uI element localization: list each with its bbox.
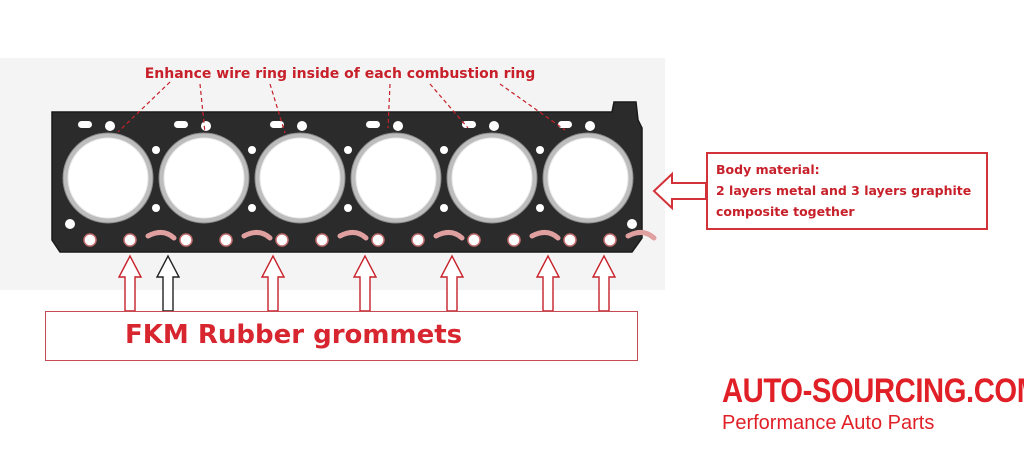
bottom-grommet-hole [123,233,137,247]
top-slot [270,121,284,128]
grommets-label-box [45,311,638,361]
mid-hole [536,204,544,212]
body-material-title: Body material: [716,162,820,177]
body-material-arrow-icon [652,171,707,211]
wire-ring-callout: Enhance wire ring inside of each combust… [144,66,536,82]
bore-opening [259,137,341,219]
body-material-box: Body material: 2 layers metal and 3 laye… [706,152,988,230]
top-hole [105,121,115,131]
callout-leader-lines [117,81,566,134]
oil-slots [145,230,657,241]
oil-slot [241,230,273,241]
bore-opening [451,137,533,219]
bottom-grommet-hole [563,233,577,247]
mid-hole [152,146,160,154]
grommet-arrow-icon [155,254,181,312]
bore-opening [547,137,629,219]
oil-slot [529,230,561,241]
grommet-arrows [117,254,617,312]
top-slot [558,121,572,128]
bottom-grommet-hole [411,233,425,247]
grommet-arrow-icon [117,254,143,312]
bore-opening [67,137,149,219]
edge-hole [627,219,637,229]
top-slot [174,121,188,128]
top-hole [201,121,211,131]
bottom-grommet-hole [315,233,329,247]
bottom-grommet-hole [371,233,385,247]
bore-opening [163,137,245,219]
bottom-grommet-hole [603,233,617,247]
bottom-grommet-hole [83,233,97,247]
bottom-grommet-hole [467,233,481,247]
grommet-arrow-icon [260,254,286,312]
top-slot [462,121,476,128]
body-material-line-2: composite together [716,204,855,219]
mid-hole [344,204,352,212]
oil-slot [433,230,465,241]
mid-hole [536,146,544,154]
bottom-grommet-hole [507,233,521,247]
mid-hole [248,146,256,154]
bore-opening [355,137,437,219]
combustion-bores [62,132,634,224]
body-material-line-1: 2 layers metal and 3 layers graphite [716,183,972,198]
mid-hole [152,204,160,212]
top-hole [393,121,403,131]
grommet-arrow-icon [535,254,561,312]
brand-logo-text: AUTO-SOURCING.COM [722,372,1024,410]
bolt-and-water-holes [65,121,637,247]
top-slot [366,121,380,128]
grommet-arrow-icon [439,254,465,312]
top-hole [297,121,307,131]
mid-hole [344,146,352,154]
mid-hole [248,204,256,212]
mid-hole [440,204,448,212]
edge-hole [65,219,75,229]
grommets-label: FKM Rubber grommets [125,320,463,350]
brand-tagline: Performance Auto Parts [722,412,935,434]
top-slot [78,121,92,128]
top-hole [585,121,595,131]
oil-slot [625,230,657,241]
top-hole [489,121,499,131]
grommet-arrow-icon [591,254,617,312]
grommet-arrow-icon [352,254,378,312]
bottom-grommet-hole [179,233,193,247]
mid-hole [440,146,448,154]
oil-slot [145,230,177,241]
bottom-grommet-hole [219,233,233,247]
oil-slot [337,230,369,241]
bottom-grommet-hole [275,233,289,247]
